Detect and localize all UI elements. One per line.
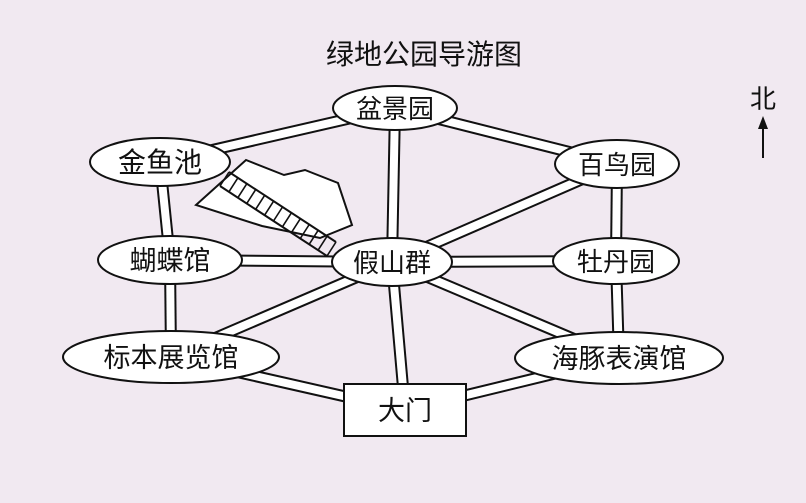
pond: [194, 158, 354, 240]
place-jinyu-label: 金鱼池: [118, 146, 202, 179]
place-biaoben-label: 标本展览馆: [104, 343, 239, 374]
bridge-hatch: [272, 206, 284, 222]
bridge-hatch: [290, 218, 302, 234]
road-penjing-jiashan: [386, 107, 401, 263]
place-jinyu[interactable]: 金鱼池: [89, 137, 231, 187]
place-jiashan[interactable]: 假山群: [331, 237, 453, 287]
bridge-hatch: [246, 189, 257, 204]
north-arrow: 北: [750, 85, 776, 158]
north-label: 北: [750, 85, 776, 115]
place-haitun-label: 海豚表演馆: [552, 344, 687, 375]
place-damen-label: 大门: [378, 396, 432, 427]
place-hudie-label: 蝴蝶馆: [130, 246, 211, 277]
bridge-hatch: [228, 177, 239, 193]
bridge-hatch: [237, 183, 248, 199]
place-hudie[interactable]: 蝴蝶馆: [97, 235, 243, 285]
place-haitun[interactable]: 海豚表演馆: [514, 331, 724, 385]
map-title: 绿地公园导游图: [326, 38, 522, 71]
bridge-hatch: [263, 200, 275, 216]
place-mudan-label: 牡丹园: [577, 248, 655, 278]
place-penjing-label: 盆景园: [356, 95, 434, 125]
place-penjing[interactable]: 盆景园: [332, 85, 458, 131]
bridge-hatch: [326, 241, 337, 257]
place-biaoben[interactable]: 标本展览馆: [62, 330, 280, 384]
bridge-hatch: [317, 235, 328, 251]
place-mudan[interactable]: 牡丹园: [552, 237, 680, 285]
bridge: [219, 171, 337, 257]
place-bainiao-label: 百鸟园: [578, 151, 656, 181]
place-bainiao[interactable]: 百鸟园: [554, 139, 680, 189]
bridge-hatch: [299, 224, 310, 239]
place-jiashan-label: 假山群: [353, 249, 431, 279]
bridge-hatch: [254, 194, 266, 210]
place-damen[interactable]: 大门: [343, 383, 467, 437]
bridge-hatch: [219, 171, 230, 187]
bridge-hatch: [308, 229, 319, 245]
bridge-hatch: [281, 212, 293, 228]
